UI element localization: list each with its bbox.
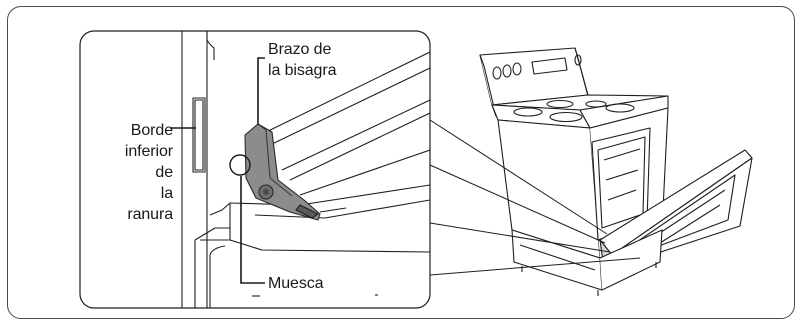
label-slot-line-2: inferior de: [124, 143, 173, 181]
label-slot-line-1: Borde: [130, 122, 173, 139]
label-hinge-arm-line-2: la bisagra: [268, 62, 337, 79]
projection-lines: [429, 119, 641, 276]
label-slot-bottom-edge: Borde inferior de la ranura: [113, 120, 173, 225]
range-illustration: [479, 47, 753, 296]
leader-lines: [170, 57, 265, 284]
label-notch: Muesca: [268, 275, 324, 292]
detail-inset: [79, 30, 431, 309]
label-hinge-arm: Brazo de la bisagra: [268, 39, 336, 81]
label-slot-line-3: la ranura: [127, 185, 173, 223]
label-hinge-arm-line-1: Brazo de: [268, 41, 332, 58]
